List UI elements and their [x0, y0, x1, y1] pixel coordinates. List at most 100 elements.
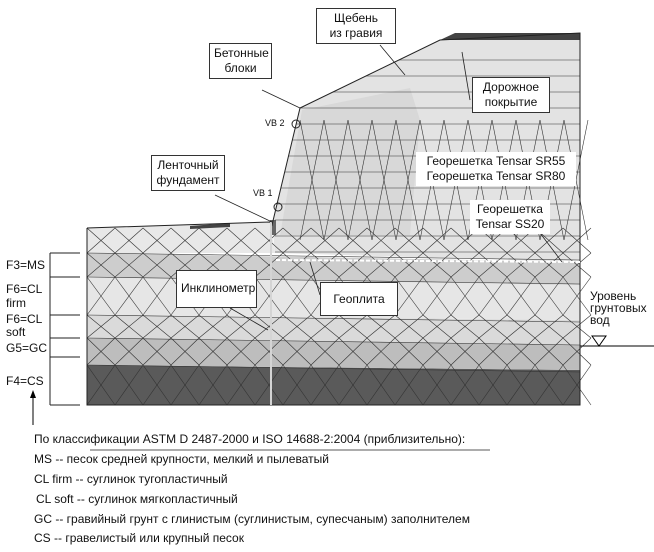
layer-code: F6=CL [6, 312, 43, 326]
mesh-line [422, 227, 452, 254]
mesh-line [254, 252, 284, 278]
label-text: вод [590, 313, 610, 327]
mesh-line [394, 252, 424, 278]
mesh-line [86, 252, 581, 261]
mesh-line [534, 276, 564, 316]
legend-item: GC -- гравийный грунт с глинистым (сугли… [34, 512, 470, 526]
mesh-line [394, 337, 424, 366]
vb2-label: VB 2 [265, 118, 285, 128]
callout-text: Георешетка Tensar SR80 [426, 169, 566, 183]
mesh-line [478, 364, 508, 406]
mesh-line [86, 252, 116, 278]
mesh-line [86, 364, 116, 406]
leader-lines [90, 44, 563, 451]
legend-item: CL firm -- суглинок тугопластичный [34, 472, 228, 486]
mesh-line [338, 252, 368, 278]
layer-f4-cs [87, 365, 580, 405]
mesh-line [478, 252, 508, 278]
mesh-line [86, 227, 116, 254]
mesh-line [282, 252, 312, 278]
mesh-line [310, 227, 340, 254]
vb1-marker-icon [273, 202, 283, 212]
mesh-line [534, 314, 564, 339]
mesh-line [478, 276, 508, 316]
mesh-line [254, 337, 284, 366]
mesh-line [562, 276, 592, 316]
mesh-line [450, 252, 480, 278]
mesh-line [422, 314, 452, 339]
mesh-line [310, 252, 340, 278]
vb2-marker-icon [291, 119, 301, 129]
mesh-line [506, 276, 536, 316]
mesh-line [366, 337, 396, 366]
mesh-line [142, 337, 172, 366]
mesh-line [323, 119, 349, 241]
mesh-line [142, 276, 172, 316]
mesh-line [198, 227, 228, 254]
layer-code: F4=CS [6, 374, 44, 388]
callout-text: Дорожное [482, 80, 540, 94]
mesh-line [198, 337, 228, 366]
mesh-line [562, 337, 592, 366]
mesh-line [395, 119, 421, 241]
mesh-line [114, 276, 144, 316]
vb1-label: VB 1 [253, 188, 273, 198]
mesh-line [450, 276, 480, 316]
mesh-line [142, 314, 172, 339]
callout-text: фундамент [156, 173, 220, 187]
mesh-line [534, 364, 564, 406]
layer-label-f4: F4=CS [6, 374, 44, 389]
mesh-line [114, 364, 144, 406]
callout-text: из гравия [329, 26, 383, 40]
mesh-line [282, 227, 312, 254]
mesh-line [86, 276, 581, 285]
mesh-line [198, 364, 228, 406]
mesh-line [422, 337, 452, 366]
mesh-line [170, 227, 200, 254]
mesh-line [254, 227, 284, 254]
mesh-line [366, 364, 396, 406]
mesh-line [534, 227, 564, 254]
mesh-line [450, 337, 480, 366]
mesh-line [366, 227, 396, 254]
legend-item: CS -- гравелистый или крупный песок [34, 531, 244, 545]
callout-geoplate: Геоплита [320, 282, 398, 316]
layer-f6-soft [87, 315, 580, 345]
callout-inclinometer: Инклинометр [176, 270, 257, 308]
mesh-line [478, 337, 508, 366]
mesh-line [86, 337, 581, 346]
mesh-line [422, 252, 452, 278]
mesh-line [310, 364, 340, 406]
legend-heading: По классификации ASTM D 2487-2000 и ISO … [34, 432, 466, 446]
mesh-line [254, 314, 284, 339]
mesh-line [394, 314, 424, 339]
mesh-line [562, 314, 592, 339]
callout-text: Бетонные [214, 46, 269, 60]
layer-code: F3=MS [6, 258, 46, 272]
mesh-line [506, 364, 536, 406]
mesh-line [338, 364, 368, 406]
mesh-line [282, 364, 312, 406]
layer-bracket [49, 252, 80, 406]
mesh-line [142, 364, 172, 406]
callout-text: Георешетка [477, 202, 543, 216]
callout-text: Щебень [333, 11, 379, 25]
mesh-line [562, 252, 592, 278]
mesh-line [86, 364, 581, 373]
mesh-line [198, 314, 228, 339]
mesh-line [338, 227, 368, 254]
layer-code: F6=CL [6, 282, 43, 296]
mesh-line [394, 364, 424, 406]
layer-sub: firm [6, 296, 26, 310]
mesh-line [506, 337, 536, 366]
mesh-line [422, 276, 452, 316]
mesh-line [282, 314, 312, 339]
mesh-line [347, 119, 373, 241]
layer-code: G5=GC [6, 341, 48, 355]
mesh-line [86, 314, 116, 339]
mesh-line [226, 227, 256, 254]
